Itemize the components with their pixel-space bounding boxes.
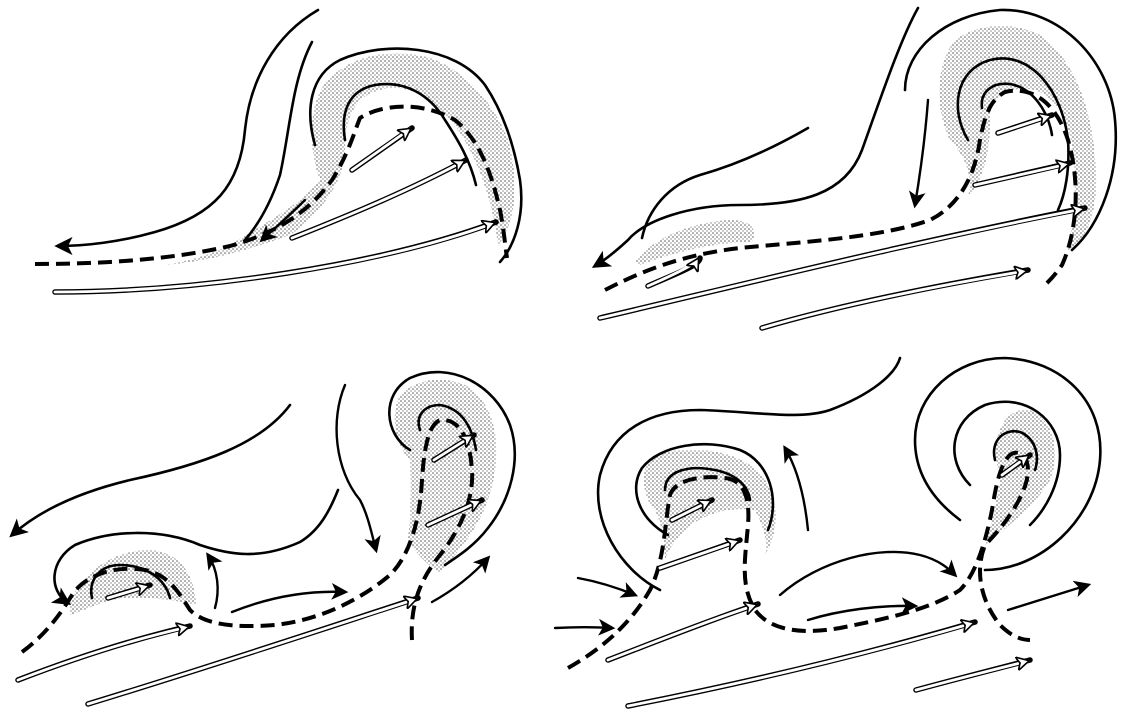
conveyor-arrow-long-inner bbox=[88, 599, 416, 704]
conveyor-arrow-upper-inner bbox=[352, 129, 410, 170]
dashed-front bbox=[22, 420, 472, 652]
solid-arrow-inflow-bottom bbox=[555, 627, 612, 628]
conveyor-arrow-lower-left-inner bbox=[608, 605, 756, 660]
solid-arrow-down bbox=[915, 100, 928, 205]
solid-arrow-curve bbox=[337, 385, 376, 550]
solid-arrow-updown bbox=[208, 555, 218, 608]
stipple-region-left bbox=[644, 450, 775, 560]
solid-arrow-flow-upper bbox=[780, 552, 955, 595]
conveyor-arrow-top-inner bbox=[998, 116, 1050, 133]
conveyor-arrow-mid-inner bbox=[975, 164, 1068, 185]
panel-4 bbox=[555, 358, 1100, 706]
stipple-region-left bbox=[635, 220, 754, 265]
solid-isobar-outer bbox=[58, 10, 318, 246]
solid-arrow-up bbox=[785, 448, 808, 530]
solid-isobar-upper bbox=[12, 405, 290, 535]
conveyor-arrow-bottom-right-inner bbox=[916, 661, 1028, 690]
solid-arrow-outflow bbox=[1008, 585, 1088, 610]
solid-arrow-flow bbox=[232, 592, 345, 612]
stipple-region-left bbox=[70, 550, 196, 615]
panel-2 bbox=[595, 8, 1116, 328]
solid-isobar-outer bbox=[595, 8, 918, 266]
solid-arrow-inflow-top bbox=[578, 578, 635, 595]
stipple-region-right bbox=[985, 410, 1055, 545]
panel-3 bbox=[12, 372, 515, 704]
panel-1 bbox=[35, 10, 521, 292]
